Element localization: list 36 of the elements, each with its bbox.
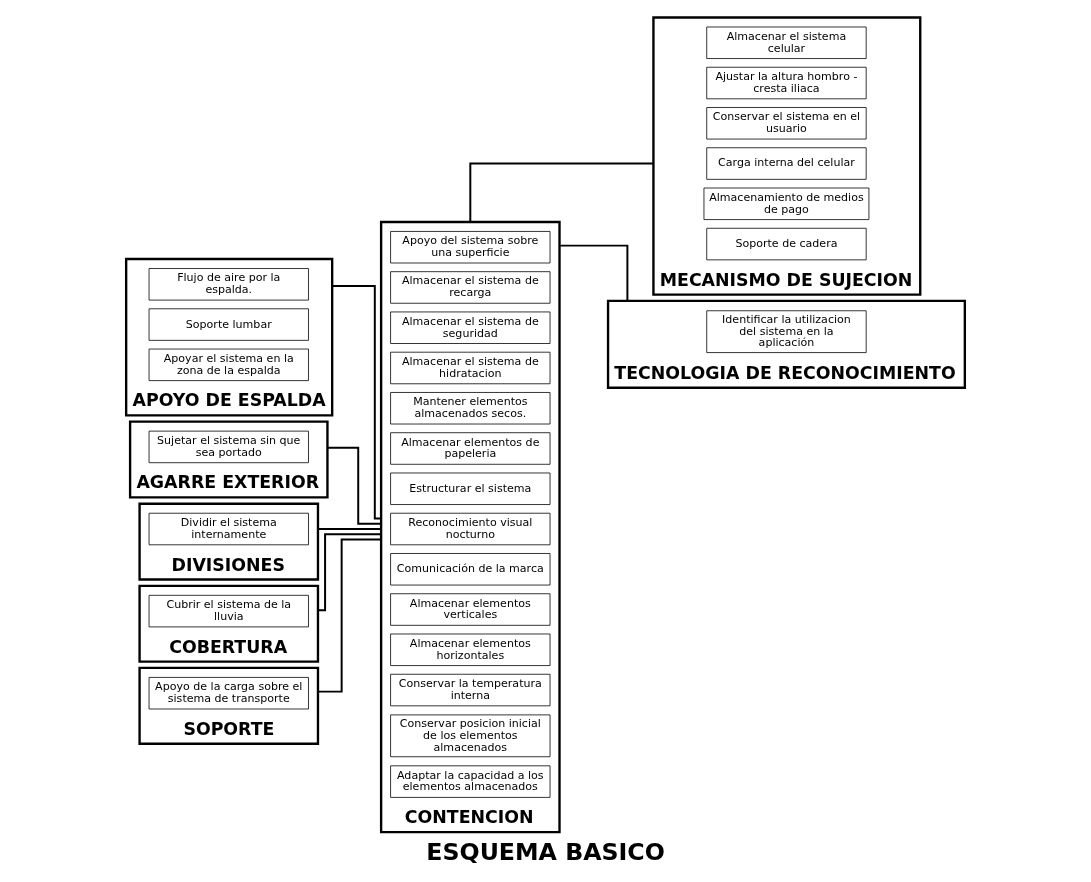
connector	[469, 162, 655, 223]
node-box: Apoyo de la carga sobre el sistema de transporte	[148, 677, 309, 710]
connector	[558, 244, 629, 302]
node-box: Almacenar elementos horizontales	[390, 633, 551, 666]
node-box: Almacenar elementos de papeleria	[390, 432, 551, 465]
node-box: Almacenar elementos verticales	[390, 593, 551, 626]
node-box: Soporte lumbar	[148, 308, 309, 341]
node-box: Sujetar el sistema sin que sea portado	[148, 430, 309, 464]
node-box: Dividir el sistema internamente	[148, 512, 309, 546]
diagram-title: ESQUEMA BASICO	[426, 837, 665, 866]
node-box: Reconocimiento visual nocturno	[390, 512, 551, 546]
node-box: Almacenar el sistema de recarga	[390, 271, 551, 304]
node-box: Soporte de cadera	[706, 227, 867, 261]
node-box: Almacenar el sistema de seguridad	[390, 311, 551, 344]
node-box: Almacenamiento de medios de pago	[703, 187, 870, 220]
node-box: Cubrir el sistema de la lluvia	[148, 594, 309, 628]
connector	[326, 446, 383, 525]
connector	[317, 533, 383, 612]
node-box: Almacenar el sistema celular	[706, 26, 867, 59]
node-box: Ajustar la altura hombro - cresta iliaca	[706, 66, 867, 100]
node-box: Apoyo del sistema sobre una superficie	[390, 231, 551, 264]
node-box: Conservar la temperatura interna	[390, 673, 551, 707]
node-box: Flujo de aire por la espalda.	[148, 268, 309, 301]
connector	[331, 284, 383, 520]
node-box: Identificar la utilizacion del sistema en la aplicación	[706, 310, 867, 353]
node-box: Mantener elementos almacenados secos.	[390, 392, 551, 425]
connector	[317, 538, 383, 693]
node-box: Comunicación de la marca	[390, 553, 551, 586]
node-box: Apoyar el sistema en la zona de la espalda	[148, 348, 309, 381]
node-box: Almacenar el sistema de hidratacion	[390, 351, 551, 385]
node-box: Conservar el sistema en el usuario	[706, 107, 867, 140]
node-box: Conservar posicion inicial de los elementos almacenados	[390, 714, 551, 758]
node-box: Adaptar la capacidad a los elementos almacenados	[390, 765, 551, 798]
connector	[317, 528, 383, 530]
node-box: Carga interna del celular	[706, 147, 867, 180]
node-box: Estructurar el sistema	[390, 472, 551, 505]
